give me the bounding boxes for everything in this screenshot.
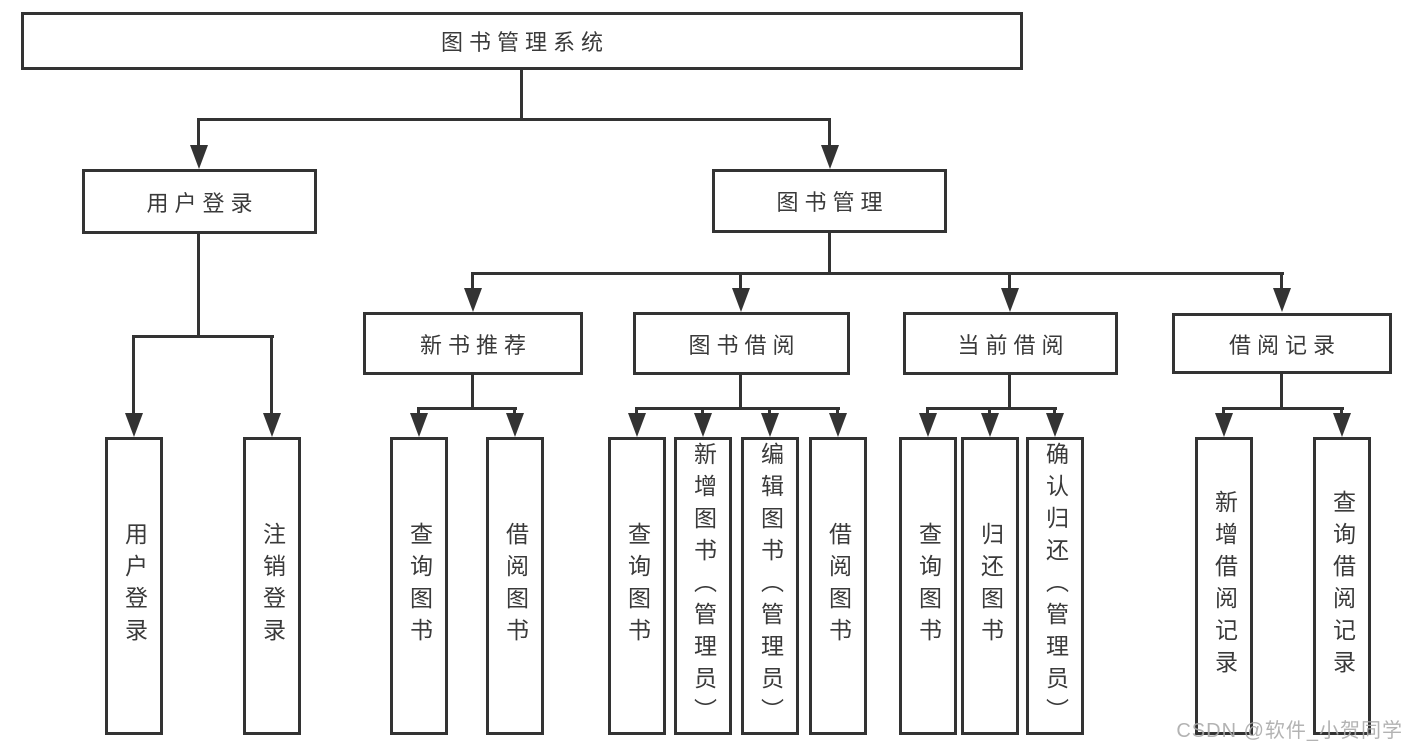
- leaf-user-login-label: 用户登录: [121, 522, 148, 650]
- node-borrow-records-label: 借阅记录: [1228, 332, 1341, 358]
- leaf-rec-borrow-books: 借阅图书: [486, 437, 544, 735]
- leaf-bb-query-books: 查询图书: [608, 437, 666, 735]
- arrow-to-leaf: [506, 413, 524, 437]
- connector-drop: [1222, 409, 1225, 415]
- arrow-to-leaf-login: [125, 413, 143, 437]
- csdn-watermark: CSDN @软件_小贺同学: [1176, 720, 1403, 742]
- connector-book-mgmt-stem: [828, 233, 831, 272]
- connector-drop: [635, 409, 638, 415]
- node-book-borrow: 图书借阅: [633, 312, 850, 375]
- connector-level2-branch: [197, 118, 831, 121]
- node-user-login-label: 用户登录: [146, 190, 259, 216]
- connector-level3-branch: [471, 272, 1284, 275]
- node-book-management: 图书管理: [712, 169, 947, 233]
- connector-drop: [926, 409, 929, 415]
- leaf-rec-query-books-label: 查询图书: [406, 522, 433, 650]
- leaf-cb-query-books: 查询图书: [899, 437, 957, 735]
- leaf-logout: 注销登录: [243, 437, 301, 735]
- connector-drop-leaf-logout: [270, 337, 273, 415]
- node-borrow-records: 借阅记录: [1172, 313, 1392, 374]
- leaf-br-query-record-label: 查询借阅记录: [1329, 490, 1356, 682]
- leaf-logout-label: 注销登录: [259, 522, 286, 650]
- connector-drop: [768, 409, 771, 415]
- connector-book-borrow-stem: [739, 375, 742, 408]
- arrow-to-book-borrow: [732, 288, 750, 312]
- leaf-rec-borrow-books-label: 借阅图书: [502, 522, 529, 650]
- connector-drop-user-login: [197, 120, 200, 147]
- connector-drop: [417, 409, 420, 415]
- leaf-bb-borrow-books: 借阅图书: [809, 437, 867, 735]
- arrow-to-leaf: [1046, 413, 1064, 437]
- leaf-cb-query-books-label: 查询图书: [915, 522, 942, 650]
- arrow-to-new-rec: [464, 288, 482, 312]
- node-root: 图书管理系统: [21, 12, 1023, 70]
- connector-drop-new-rec: [471, 274, 474, 290]
- connector-drop: [701, 409, 704, 415]
- node-book-borrow-label: 图书借阅: [688, 332, 801, 358]
- arrow-to-leaf: [981, 413, 999, 437]
- connector-branch-borrow-record: [1222, 407, 1344, 410]
- connector-root-stem: [520, 70, 523, 121]
- node-current-borrow-label: 当前借阅: [957, 332, 1070, 358]
- connector-user-login-stem: [197, 234, 200, 335]
- node-new-book-recommend-label: 新书推荐: [419, 332, 532, 358]
- arrow-to-leaf: [1333, 413, 1351, 437]
- leaf-rec-query-books: 查询图书: [390, 437, 448, 735]
- connector-drop: [513, 409, 516, 415]
- arrow-to-borrow-record: [1273, 288, 1291, 312]
- connector-branch-book-borrow: [635, 407, 840, 410]
- leaf-bb-borrow-books-label: 借阅图书: [825, 522, 852, 650]
- leaf-cb-return-books-label: 归还图书: [977, 522, 1004, 650]
- arrow-to-leaf: [628, 413, 646, 437]
- arrow-to-leaf: [410, 413, 428, 437]
- connector-current-borrow-stem: [1008, 375, 1011, 408]
- node-book-management-label: 图书管理: [776, 190, 889, 215]
- leaf-bb-edit-books-admin-label: 编辑图书（管理员）: [757, 442, 784, 730]
- connector-new-rec-stem: [471, 375, 474, 408]
- connector-drop-leaf-login: [132, 337, 135, 415]
- connector-drop: [1340, 409, 1343, 415]
- connector-branch-current-borrow: [926, 407, 1057, 410]
- arrow-to-book-mgmt: [821, 145, 839, 169]
- leaf-cb-confirm-return-admin-label: 确认归还（管理员）: [1042, 442, 1069, 730]
- connector-drop: [836, 409, 839, 415]
- connector-drop-borrow-record: [1280, 274, 1283, 290]
- arrow-to-leaf: [761, 413, 779, 437]
- leaf-bb-edit-books-admin: 编辑图书（管理员）: [741, 437, 799, 735]
- leaf-user-login: 用户登录: [105, 437, 163, 735]
- arrow-to-leaf: [829, 413, 847, 437]
- leaf-br-add-record: 新增借阅记录: [1195, 437, 1253, 735]
- leaf-bb-add-books-admin: 新增图书（管理员）: [674, 437, 732, 735]
- arrow-to-leaf: [919, 413, 937, 437]
- leaf-br-add-record-label: 新增借阅记录: [1211, 490, 1238, 682]
- node-user-login: 用户登录: [82, 169, 317, 234]
- leaf-cb-return-books: 归还图书: [961, 437, 1019, 735]
- leaf-bb-query-books-label: 查询图书: [624, 522, 651, 650]
- connector-branch-new-rec: [417, 407, 517, 410]
- arrow-to-user-login: [190, 145, 208, 169]
- leaf-cb-confirm-return-admin: 确认归还（管理员）: [1026, 437, 1084, 735]
- connector-user-login-branch: [132, 335, 274, 338]
- arrow-to-leaf: [1215, 413, 1233, 437]
- arrow-to-current-borrow: [1001, 288, 1019, 312]
- node-new-book-recommend: 新书推荐: [363, 312, 583, 375]
- arrow-to-leaf: [694, 413, 712, 437]
- connector-drop-book-mgmt: [828, 120, 831, 147]
- node-current-borrow: 当前借阅: [903, 312, 1118, 375]
- node-root-label: 图书管理系统: [440, 30, 609, 55]
- leaf-bb-add-books-admin-label: 新增图书（管理员）: [690, 442, 717, 730]
- connector-drop-book-borrow: [739, 274, 742, 290]
- leaf-br-query-record: 查询借阅记录: [1313, 437, 1371, 735]
- connector-drop: [1053, 409, 1056, 415]
- connector-drop: [988, 409, 991, 415]
- connector-borrow-record-stem: [1280, 374, 1283, 408]
- arrow-to-leaf-logout: [263, 413, 281, 437]
- connector-drop-current-borrow: [1008, 274, 1011, 290]
